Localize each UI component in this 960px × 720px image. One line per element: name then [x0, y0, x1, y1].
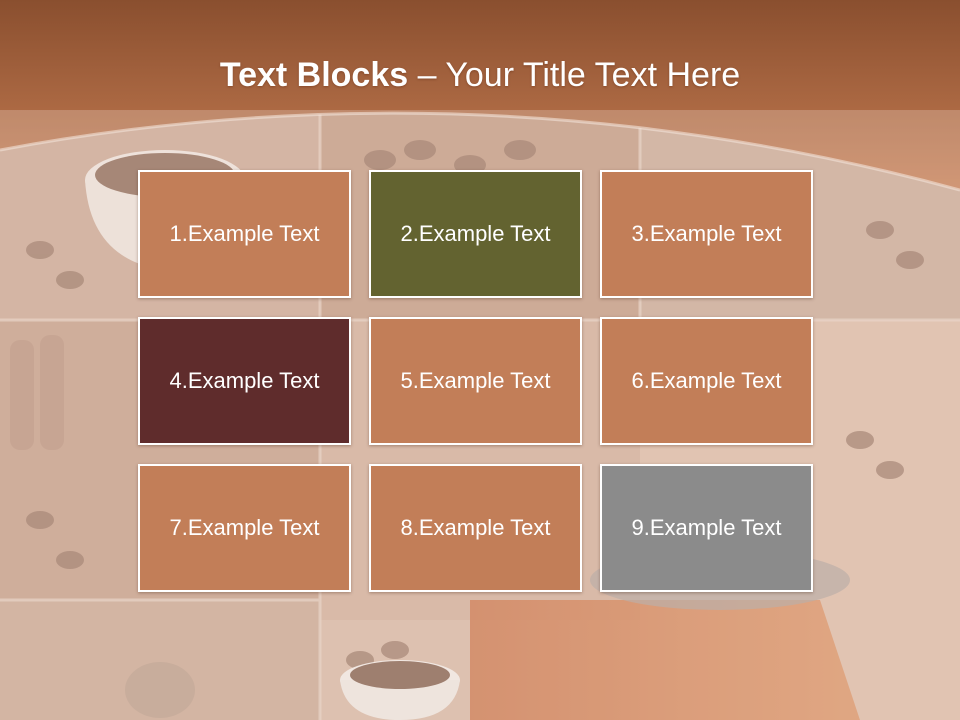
- slide-title-rest: – Your Title Text Here: [408, 56, 741, 94]
- text-block-8[interactable]: 8.Example Text: [369, 464, 582, 592]
- text-block-grid: 1.Example Text 2.Example Text 3.Example …: [138, 170, 813, 592]
- text-block-3[interactable]: 3.Example Text: [600, 170, 813, 298]
- slide-title-bold: Text Blocks: [219, 56, 409, 94]
- text-block-4[interactable]: 4.Example Text: [138, 317, 351, 445]
- text-block-7[interactable]: 7.Example Text: [138, 464, 351, 592]
- text-block-9[interactable]: 9.Example Text: [600, 464, 813, 592]
- text-block-2[interactable]: 2.Example Text: [369, 170, 582, 298]
- slide-title: Text Blocks – Your Title Text Here: [0, 52, 960, 98]
- text-block-1[interactable]: 1.Example Text: [138, 170, 351, 298]
- text-block-5[interactable]: 5.Example Text: [369, 317, 582, 445]
- text-block-6[interactable]: 6.Example Text: [600, 317, 813, 445]
